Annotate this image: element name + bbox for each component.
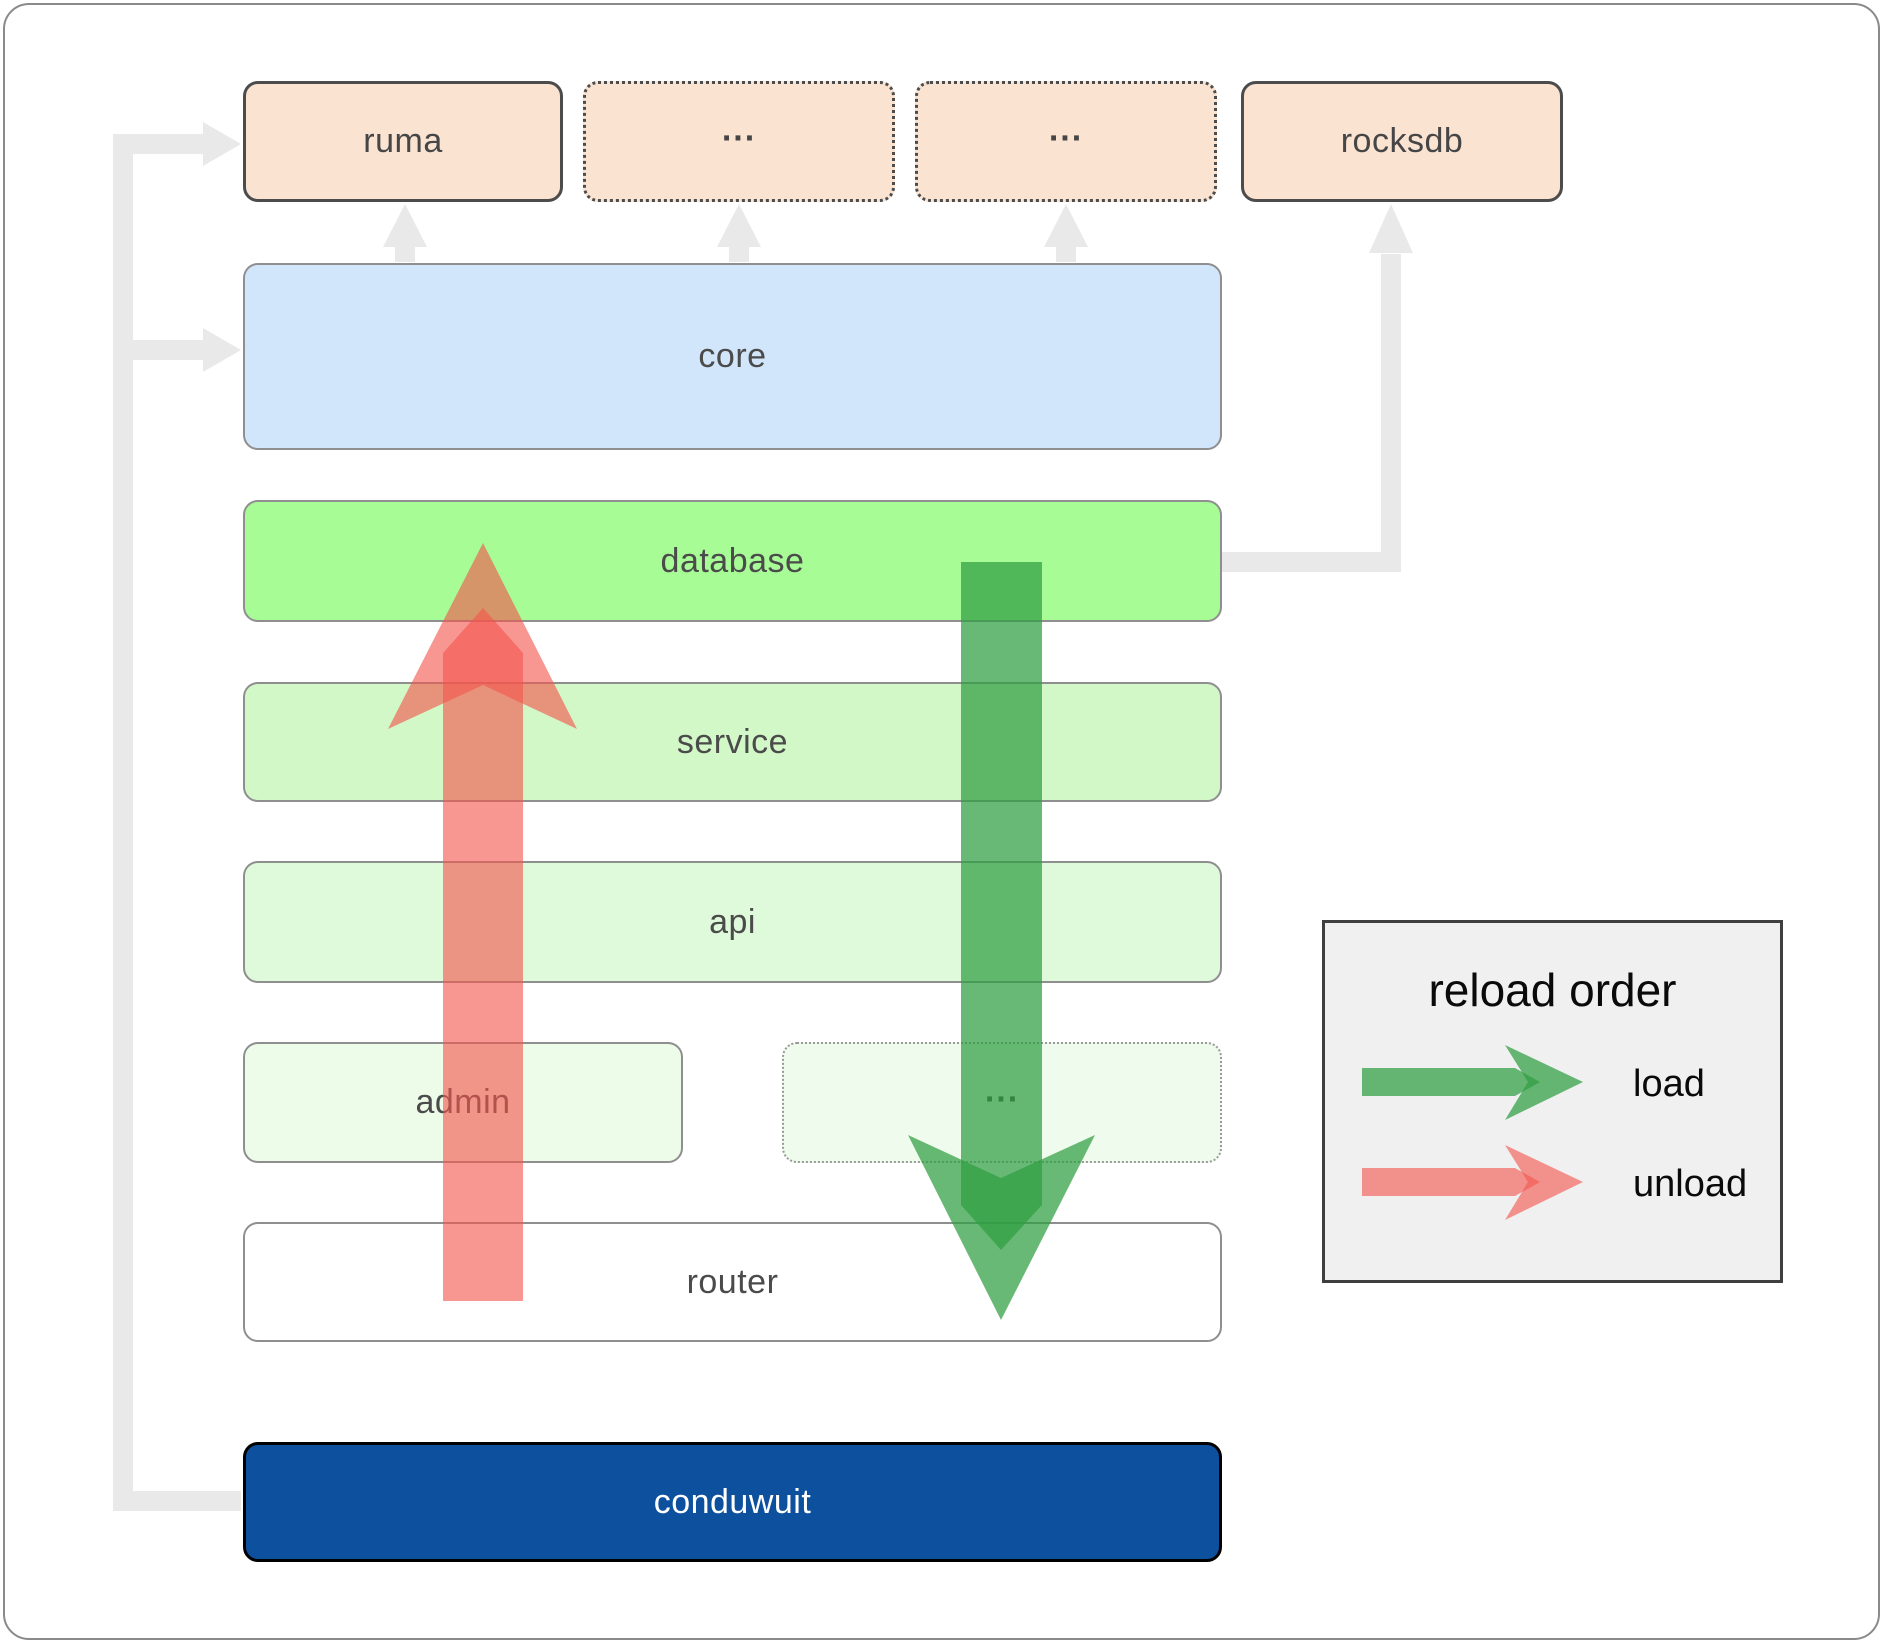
box-service-label: service: [676, 722, 789, 761]
box-conduwuit: conduwuit: [243, 1442, 1222, 1562]
box-database-label: database: [660, 541, 805, 580]
legend-unload-label: unload: [1633, 1163, 1748, 1205]
box-api: api: [243, 861, 1222, 983]
box-database: database: [243, 500, 1222, 622]
box-rocksdb: rocksdb: [1241, 81, 1563, 202]
box-rocksdb-label: rocksdb: [1340, 122, 1464, 160]
box-ellipsis-top-2-label: ...: [1048, 110, 1084, 149]
box-router-label: router: [686, 1262, 779, 1301]
box-admin-label: admin: [415, 1083, 511, 1121]
outer-frame: [3, 3, 1880, 1640]
box-conduwuit-label: conduwuit: [653, 1482, 812, 1521]
box-ellipsis-top-1: ...: [583, 81, 895, 202]
box-ellipsis-admin-row-label: ...: [984, 1071, 1020, 1110]
legend-title: reload order: [1428, 964, 1677, 1016]
legend: reload order load unload: [1322, 920, 1783, 1283]
box-api-label: api: [709, 902, 756, 941]
box-ellipsis-top-2: ...: [915, 81, 1217, 202]
box-core: core: [243, 263, 1222, 450]
box-ruma-label: ruma: [363, 122, 443, 160]
box-core-label: core: [698, 337, 767, 375]
box-ruma: ruma: [243, 81, 563, 202]
box-ellipsis-admin-row: ...: [782, 1042, 1222, 1163]
box-admin: admin: [243, 1042, 683, 1163]
legend-load-label: load: [1633, 1063, 1705, 1105]
box-service: service: [243, 682, 1222, 802]
box-router: router: [243, 1222, 1222, 1342]
box-ellipsis-top-1-label: ...: [721, 110, 757, 149]
